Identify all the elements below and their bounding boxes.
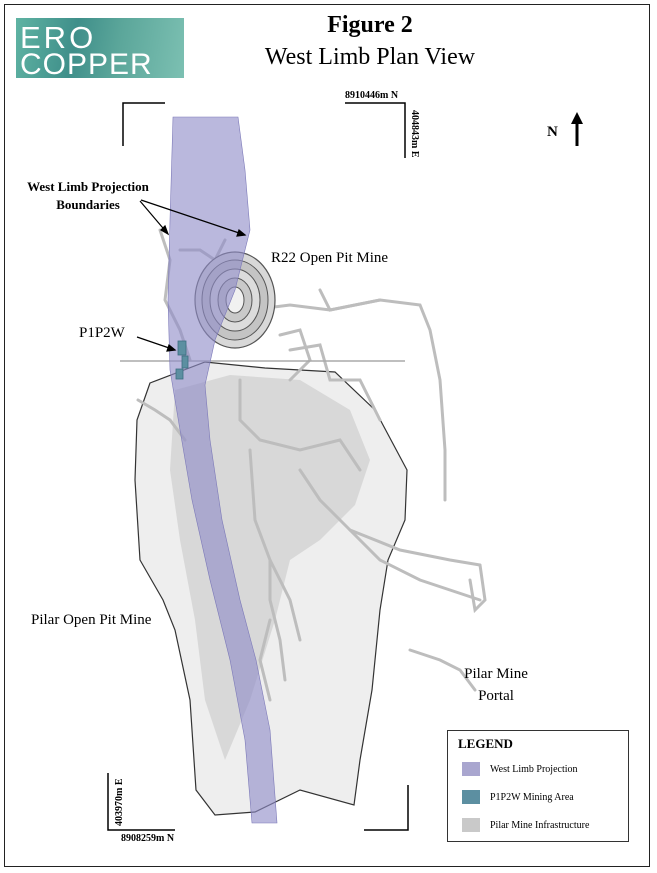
west-limb-projection [167, 116, 278, 824]
north-label: N [547, 124, 558, 140]
coord-bottom-north: 8908259m N [121, 833, 175, 844]
legend-item-p1p2w: P1P2W Mining Area [462, 789, 574, 805]
legend-item-projection: West Limb Projection [462, 761, 578, 777]
pilar-portal-line1: Pilar Mine [464, 666, 528, 682]
annotation-arrows [136, 199, 247, 352]
figure-title: Figure 2 [327, 12, 413, 38]
p1p2w-label: P1P2W [79, 325, 125, 341]
logo-text-copper: COPPER [20, 48, 153, 81]
legend-swatch-projection [462, 762, 480, 776]
logo-background [16, 18, 184, 78]
logo-text-ero: ERO [20, 20, 97, 55]
pilar-portal-label: Pilar Mine Portal [451, 663, 541, 707]
coord-bottom-east: 403970m E [114, 778, 125, 827]
coord-top-east: 404843m E [409, 110, 420, 158]
legend-label-p1p2w: P1P2W Mining Area [490, 791, 574, 803]
legend-item-infrastructure: Pilar Mine Infrastructure [462, 817, 589, 833]
projection-boundaries-label: West Limb Projection Boundaries [8, 178, 168, 214]
legend-swatch-infrastructure [462, 818, 480, 832]
map-corner-brackets [107, 102, 409, 831]
north-arrow-icon [571, 112, 583, 146]
figure-subtitle: West Limb Plan View [264, 44, 476, 70]
projection-boundaries-line1: West Limb Projection [27, 179, 149, 194]
p1p2w-mining-area [175, 340, 189, 380]
projection-boundaries-line2: Boundaries [56, 197, 120, 212]
pilar-pit-label: Pilar Open Pit Mine [31, 612, 152, 628]
pilar-portal-line2: Portal [478, 688, 514, 704]
figure-frame [4, 4, 650, 867]
legend: LEGEND West Limb Projection P1P2W Mining… [447, 730, 629, 842]
coord-top-north: 8910446m N [345, 90, 399, 101]
r22-pit-label: R22 Open Pit Mine [271, 250, 389, 266]
legend-swatch-p1p2w [462, 790, 480, 804]
legend-label-projection: West Limb Projection [490, 763, 578, 775]
legend-label-infrastructure: Pilar Mine Infrastructure [490, 819, 590, 831]
legend-title: LEGEND [458, 736, 513, 751]
ero-copper-logo: ERO COPPER [16, 18, 184, 81]
